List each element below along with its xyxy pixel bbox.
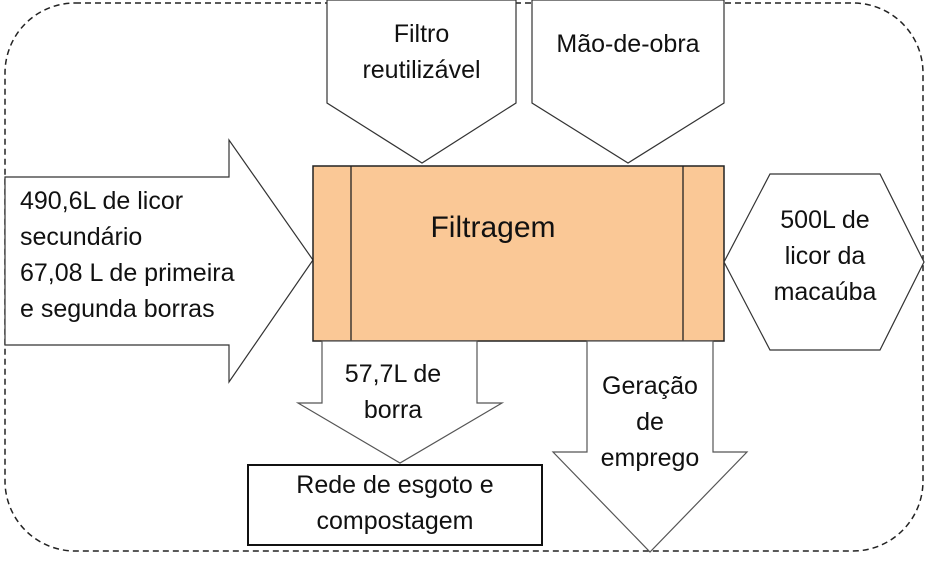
hexagon-output xyxy=(723,173,925,351)
arrow-emprego xyxy=(551,340,749,553)
label-line: Geração xyxy=(602,372,698,400)
label-mao-de-obra: Mão-de-obra xyxy=(532,26,724,62)
label-line: e segunda borras xyxy=(20,295,215,323)
label-filtro: Filtro reutilizável xyxy=(327,16,516,88)
process-box xyxy=(312,165,725,342)
label-line: 67,08 L de primeira xyxy=(20,259,235,287)
label-line: 500L de xyxy=(780,206,870,234)
label-destination: Rede de esgoto e compostagem xyxy=(248,467,542,539)
label-line: borra xyxy=(363,396,423,424)
label-borra: 57,7L de borra xyxy=(322,356,464,428)
label-line: licor da xyxy=(784,242,866,270)
process-title: Filtragem xyxy=(430,211,556,244)
arrow-borra xyxy=(295,340,505,464)
label-output-right: 500L de licor da macaúba xyxy=(745,202,905,310)
system-boundary xyxy=(4,2,924,552)
label-line: Rede de esgoto e xyxy=(296,471,494,499)
label-line: 490,6L de licor xyxy=(20,187,184,215)
label-line: de xyxy=(636,408,664,436)
arrow-input-left xyxy=(4,138,314,384)
label-line: compostagem xyxy=(316,507,474,535)
destination-box xyxy=(247,464,543,546)
label-line: secundário xyxy=(20,223,143,251)
label-line: emprego xyxy=(600,444,700,472)
label-input-left: 490,6L de licor secundário 67,08 L de pr… xyxy=(20,183,234,327)
arrow-filtro xyxy=(326,0,517,164)
label-line: Filtro xyxy=(393,20,450,48)
label-line: Mão-de-obra xyxy=(556,30,700,58)
label-line: reutilizável xyxy=(362,56,481,84)
label-emprego: Geração de emprego xyxy=(570,368,730,476)
label-line: 57,7L de xyxy=(344,360,442,388)
label-line: macaúba xyxy=(773,278,877,306)
arrow-mao-de-obra xyxy=(531,0,725,164)
